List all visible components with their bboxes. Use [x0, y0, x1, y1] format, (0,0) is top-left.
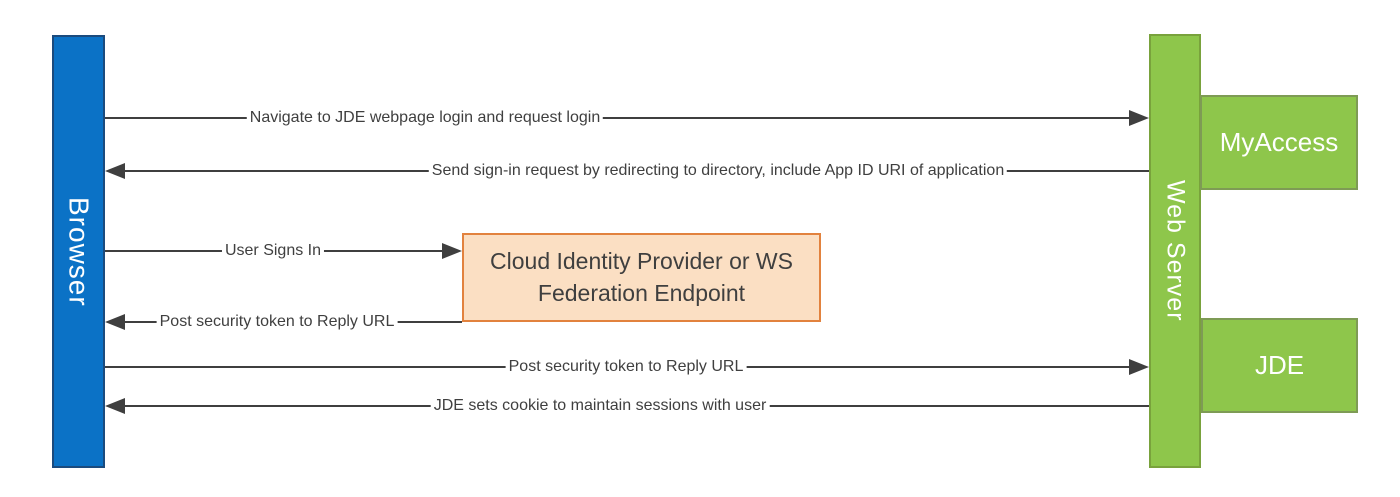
arrowhead-left-icon [105, 314, 125, 330]
identity-provider-box: Cloud Identity Provider or WS Federation… [462, 233, 821, 322]
arrowhead-left-icon [105, 398, 125, 414]
message-label: Navigate to JDE webpage login and reques… [246, 109, 604, 127]
browser-lifeline: Browser [52, 35, 105, 468]
message-label: User Signs In [221, 242, 325, 260]
message-label: Post security token to Reply URL [505, 358, 747, 376]
arrowhead-right-icon [1129, 359, 1149, 375]
web-server-label: Web Server [1161, 180, 1190, 322]
message-label: Send sign-in request by redirecting to d… [428, 162, 1008, 180]
message-label: Post security token to Reply URL [156, 313, 398, 331]
myaccess-label: MyAccess [1219, 127, 1339, 157]
message-label: JDE sets cookie to maintain sessions wit… [430, 397, 770, 415]
myaccess-box: MyAccess [1200, 95, 1358, 190]
arrowhead-right-icon [442, 243, 462, 259]
jde-label: JDE [1254, 350, 1305, 380]
identity-provider-label: Cloud Identity Provider or WS Federation… [490, 248, 793, 306]
browser-label: Browser [63, 196, 95, 307]
jde-box: JDE [1201, 318, 1358, 413]
arrowhead-right-icon [1129, 110, 1149, 126]
web-server-lifeline: Web Server [1149, 34, 1201, 468]
message-line [105, 117, 1131, 119]
arrowhead-left-icon [105, 163, 125, 179]
